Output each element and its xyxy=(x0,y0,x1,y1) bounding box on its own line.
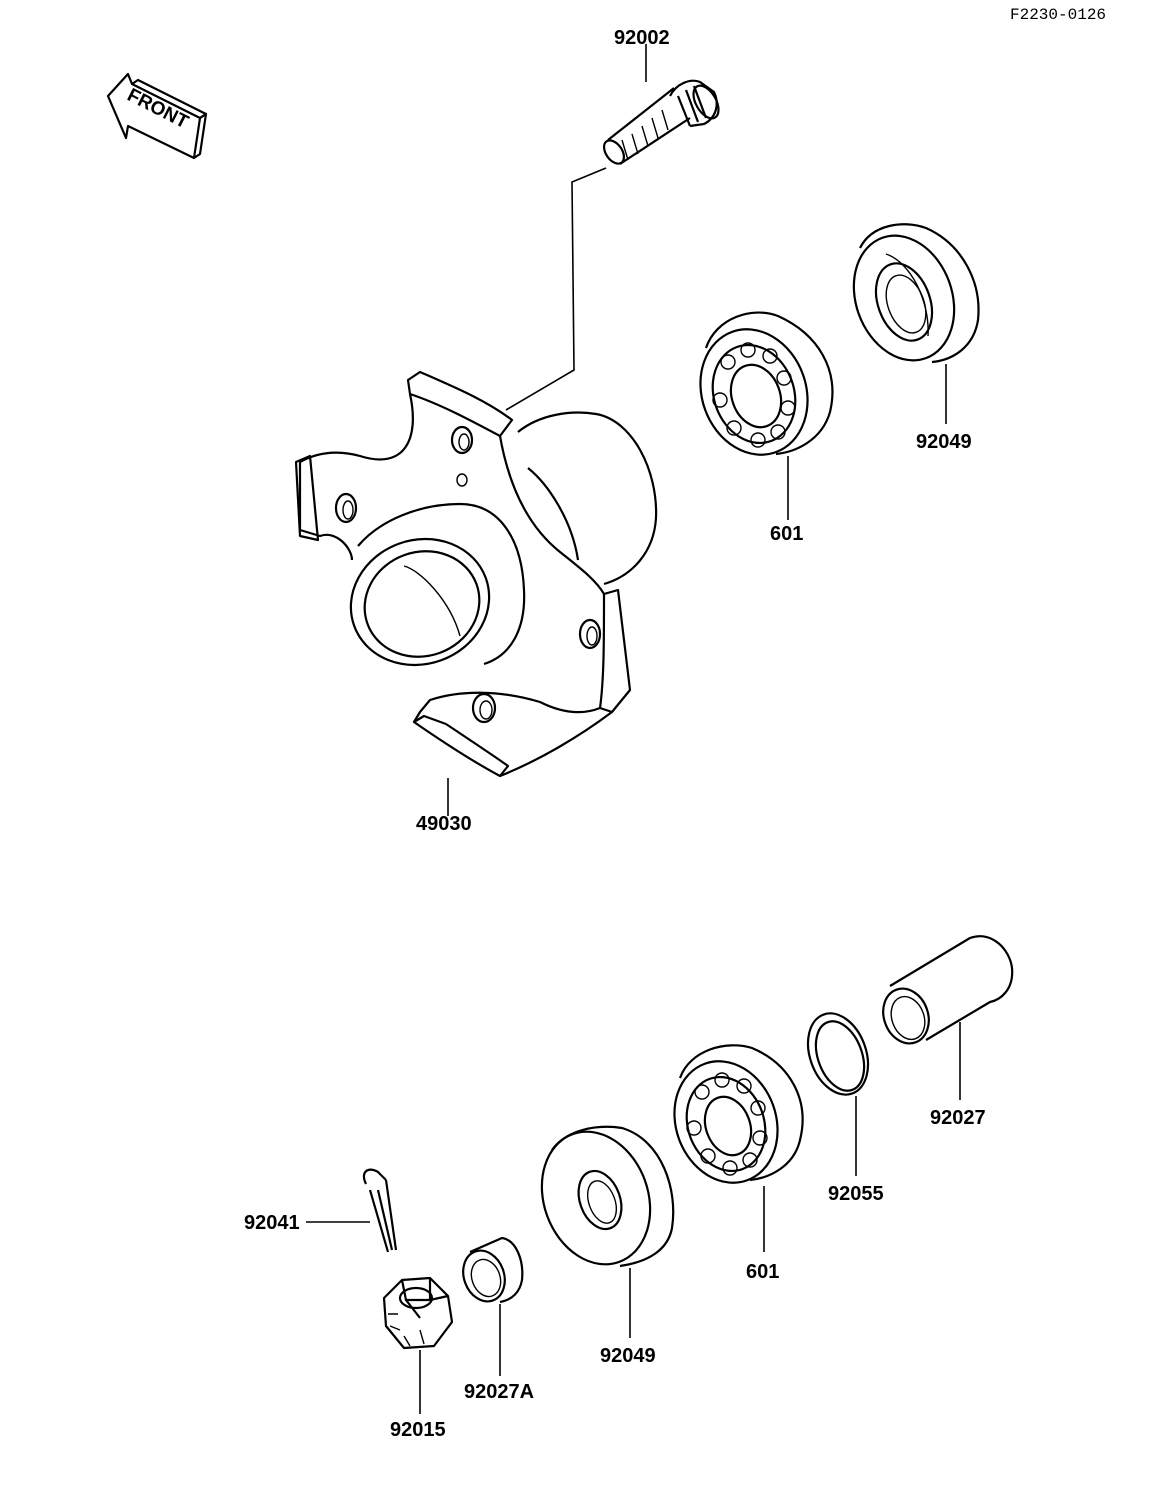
callout-stud: 92002 xyxy=(614,27,670,49)
callout-collar-small: 92027A xyxy=(464,1381,534,1403)
seal-lower xyxy=(540,1125,675,1268)
callout-hub: 49030 xyxy=(416,813,472,835)
cotter-pin xyxy=(362,1168,398,1253)
hub xyxy=(294,370,658,778)
callout-cotter-pin: 92041 xyxy=(244,1212,300,1234)
stud-hub-leader xyxy=(505,167,607,411)
callout-bearing-lower: 601 xyxy=(746,1261,779,1283)
bearing-lower xyxy=(673,1044,804,1184)
washer xyxy=(806,1012,870,1096)
figure-id: F2230-0126 xyxy=(1010,6,1106,24)
callout-washer: 92055 xyxy=(828,1183,884,1205)
callout-spacer: 92027 xyxy=(930,1107,986,1129)
callout-castle-nut: 92015 xyxy=(390,1419,446,1441)
front-label: FRONT xyxy=(124,85,192,134)
stud-bolt xyxy=(602,79,720,165)
callout-seal-lower: 92049 xyxy=(600,1345,656,1367)
spacer xyxy=(882,935,1014,1045)
callout-bearing-upper: 601 xyxy=(770,523,803,545)
seal-upper xyxy=(852,223,980,364)
collar-small xyxy=(462,1236,524,1304)
castle-nut xyxy=(382,1276,454,1350)
bearing-upper xyxy=(699,311,834,456)
front-arrow-icon: FRONT xyxy=(106,72,208,160)
callout-seal-upper: 92049 xyxy=(916,431,972,453)
